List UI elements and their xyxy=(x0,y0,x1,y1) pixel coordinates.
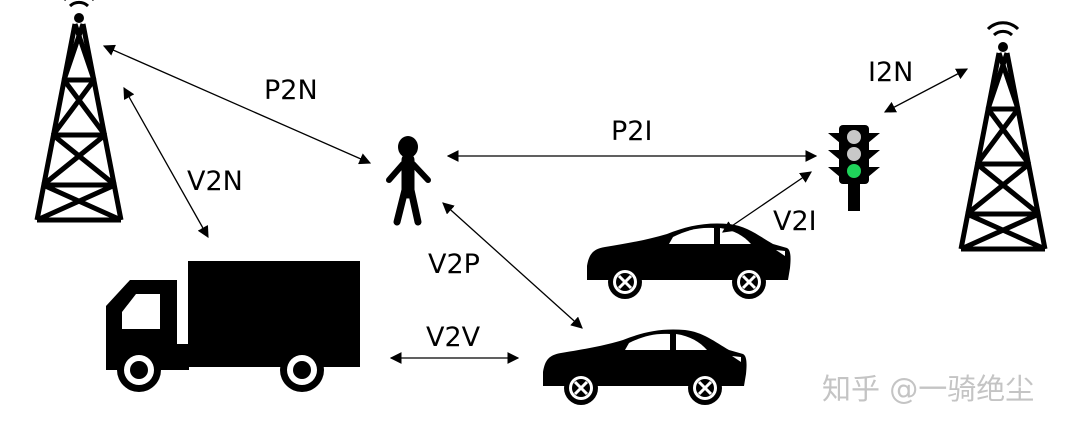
link-v2n xyxy=(124,88,208,237)
cell-tower-right-icon xyxy=(961,23,1045,249)
label-v2p: V2P xyxy=(428,249,480,280)
car-upper-icon xyxy=(587,223,791,299)
pedestrian-icon xyxy=(389,136,428,222)
link-p2n xyxy=(104,46,370,163)
truck-icon xyxy=(106,261,360,392)
label-v2n: V2N xyxy=(187,166,243,197)
label-p2n: P2N xyxy=(264,75,318,106)
traffic-light-icon xyxy=(828,125,880,211)
label-v2i: V2I xyxy=(773,206,817,237)
label-v2v: V2V xyxy=(426,322,481,353)
car-lower-icon xyxy=(543,329,747,405)
cell-tower-left-icon xyxy=(37,0,121,220)
label-p2i: P2I xyxy=(611,116,652,147)
label-i2n: I2N xyxy=(868,57,913,88)
watermark: 知乎 @一骑绝尘 xyxy=(822,372,1034,406)
